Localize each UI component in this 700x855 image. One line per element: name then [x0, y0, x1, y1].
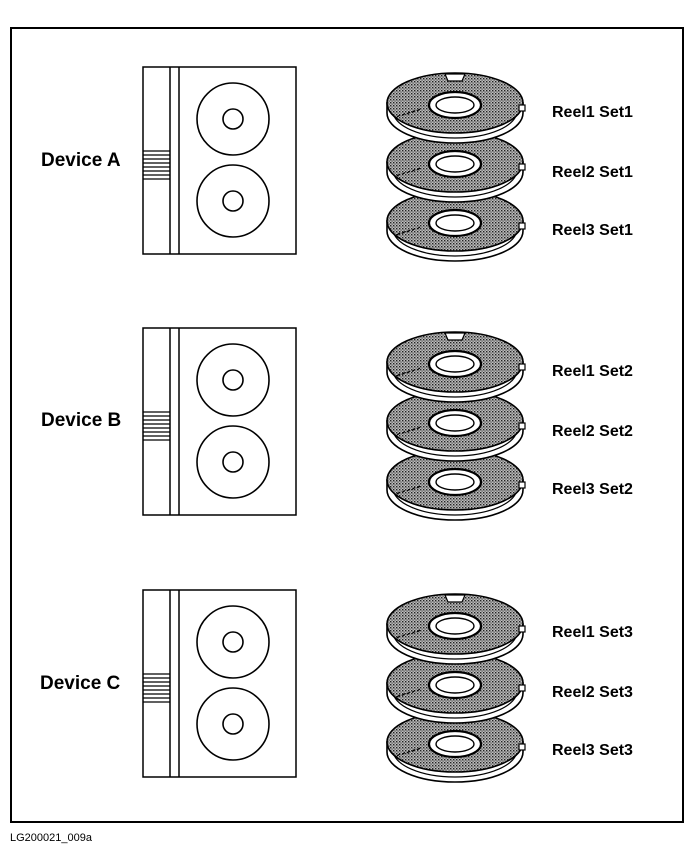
- device-label-a: Device A: [41, 150, 121, 171]
- reel-label-a-3: Reel3 Set1: [552, 222, 633, 239]
- tape-reel-icon-a-2: [386, 131, 526, 203]
- diagram-frame: [10, 27, 684, 823]
- tape-reel-icon-c-3: [386, 711, 526, 783]
- figure-id: LG200021_009a: [10, 832, 92, 844]
- reel-label-c-1: Reel1 Set3: [552, 624, 633, 641]
- reel-label-b-1: Reel1 Set2: [552, 363, 633, 380]
- tape-drive-icon-c: [142, 589, 297, 778]
- tape-reel-icon-b-1: [386, 331, 526, 403]
- reel-label-c-2: Reel2 Set3: [552, 684, 633, 701]
- reel-label-c-3: Reel3 Set3: [552, 742, 633, 759]
- tape-reel-icon-a-3: [386, 190, 526, 262]
- tape-drive-icon-b: [142, 327, 297, 516]
- tape-drive-icon-a: [142, 66, 297, 255]
- reel-label-b-3: Reel3 Set2: [552, 481, 633, 498]
- tape-reel-icon-b-2: [386, 390, 526, 462]
- device-label-b: Device B: [41, 410, 122, 431]
- reel-label-b-2: Reel2 Set2: [552, 423, 633, 440]
- tape-reel-icon-b-3: [386, 449, 526, 521]
- reel-label-a-2: Reel2 Set1: [552, 164, 633, 181]
- tape-reel-icon-c-2: [386, 652, 526, 724]
- reel-label-a-1: Reel1 Set1: [552, 104, 633, 121]
- device-label-c: Device C: [40, 673, 121, 694]
- tape-reel-icon-a-1: [386, 72, 526, 144]
- tape-reel-icon-c-1: [386, 593, 526, 665]
